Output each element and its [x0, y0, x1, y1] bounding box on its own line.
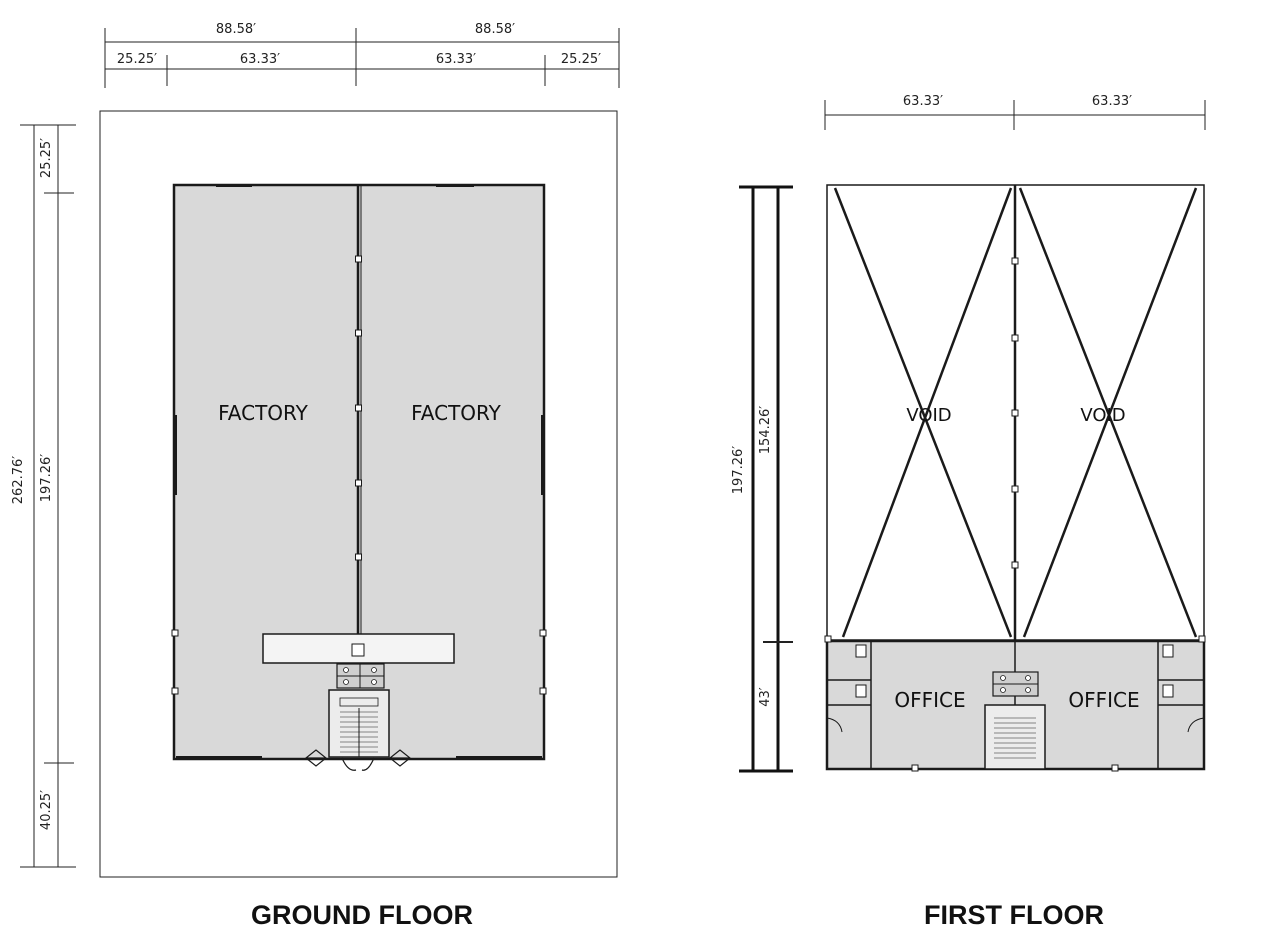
- first-floor-plan: 63.33′ 63.33′ 197.26′ 154.26′ 43′: [731, 94, 1206, 930]
- ground-room-label-factory-right: FACTORY: [411, 401, 502, 425]
- first-office-doors: [826, 717, 1205, 733]
- ground-dim-rear-setback: 40.25′: [39, 790, 54, 830]
- first-floor-caption: FIRST FLOOR: [924, 900, 1104, 930]
- ground-columns: [171, 255, 547, 695]
- ground-room-label-factory-left: FACTORY: [218, 401, 309, 425]
- ground-dim-sub-1: 25.25′: [117, 52, 157, 67]
- first-office-fixtures: [824, 635, 1206, 772]
- ground-entrance-doors: [304, 749, 412, 771]
- ground-dim-sub-4: 25.25′: [561, 52, 601, 67]
- ground-dim-front-setback: 25.25′: [39, 138, 54, 178]
- first-toilet-block: [992, 671, 1039, 697]
- ground-dim-sub-3: 63.33′: [436, 52, 476, 67]
- first-dim-top-right: 63.33′: [1092, 94, 1132, 109]
- first-room-label-void-left: VOID: [906, 405, 951, 426]
- ground-dim-top-left: 88.58′: [216, 22, 256, 37]
- first-dim-void-depth: 154.26′: [758, 406, 773, 454]
- ground-top-dimensions: 88.58′ 88.58′ 25.25′ 63.33′ 63.33′ 25.25…: [104, 22, 620, 88]
- ground-toilet-block: [336, 643, 385, 689]
- first-dim-total-depth: 197.26′: [731, 446, 746, 494]
- ground-staircase: [328, 689, 390, 758]
- ground-dim-total-depth: 262.76′: [11, 456, 26, 504]
- ground-floor-caption: GROUND FLOOR: [251, 900, 473, 930]
- first-void-cross-left: [833, 187, 1013, 638]
- first-room-label-office-right: OFFICE: [1068, 688, 1139, 712]
- first-top-dimensions: 63.33′ 63.33′: [824, 94, 1206, 130]
- first-columns: [1011, 257, 1019, 569]
- first-left-dimensions: 197.26′ 154.26′ 43′: [731, 185, 793, 773]
- ground-dim-sub-2: 63.33′: [240, 52, 280, 67]
- first-room-label-void-right: VOID: [1080, 405, 1125, 426]
- ground-dim-top-right: 88.58′: [475, 22, 515, 37]
- first-staircase: [984, 704, 1046, 770]
- ground-windows: [175, 185, 543, 758]
- first-room-label-office-left: OFFICE: [894, 688, 965, 712]
- first-dim-top-left: 63.33′: [903, 94, 943, 109]
- ground-lot-boundary: [99, 110, 618, 878]
- ground-dim-building-depth: 197.26′: [39, 454, 54, 502]
- ground-left-dimensions: 262.76′ 25.25′ 197.26′ 40.25′: [11, 124, 76, 868]
- first-dim-office-depth: 43′: [758, 687, 773, 707]
- first-void-cross-right: [1018, 187, 1198, 638]
- ground-floor-plan: 88.58′ 88.58′ 25.25′ 63.33′ 63.33′ 25.25…: [11, 22, 620, 930]
